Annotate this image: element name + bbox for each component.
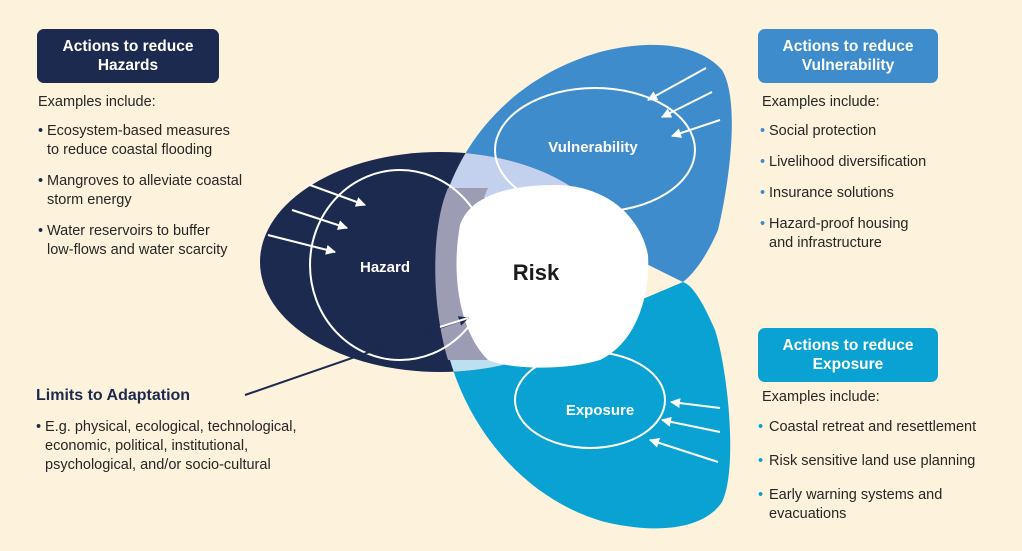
list-item: Early warning systems and evacuations xyxy=(758,486,1013,524)
exposure-header-line-2: Exposure xyxy=(812,356,884,373)
list-item-line: storm energy xyxy=(47,192,132,208)
limits-list: E.g. physical, ecological, technological… xyxy=(36,418,336,487)
list-item-line: evacuations xyxy=(769,506,847,522)
list-item-line: Early warning systems and xyxy=(769,487,943,503)
list-item-line: Insurance solutions xyxy=(769,185,894,201)
exposure-header-line-1: Actions to reduce xyxy=(782,337,914,354)
limits-title: Limits to Adaptation xyxy=(36,387,191,404)
risk-center xyxy=(456,185,649,368)
hazards-header: Actions to reduce Hazards xyxy=(37,29,219,83)
list-item: Social protection xyxy=(760,122,990,141)
limits-arrow xyxy=(244,316,469,396)
list-item-line: and infrastructure xyxy=(769,235,882,251)
list-item: Risk sensitive land use planning xyxy=(758,452,1013,471)
hazard-arrow-1 xyxy=(309,184,366,207)
vulnerability-header-line-1: Actions to reduce xyxy=(782,38,914,55)
list-item: Insurance solutions xyxy=(760,184,990,203)
exposure-label: Exposure xyxy=(566,402,634,419)
list-item: E.g. physical, ecological, technological… xyxy=(36,418,336,475)
vulnerability-arrow-2 xyxy=(661,91,713,118)
list-item-line: Water reservoirs to buffer xyxy=(47,223,210,239)
vulnerability-label: Vulnerability xyxy=(548,139,638,156)
vulnerability-header-line-2: Vulnerability xyxy=(801,57,895,74)
list-item: Hazard-proof housing and infrastructure xyxy=(760,215,990,253)
list-item: Water reservoirs to buffer low-flows and… xyxy=(38,222,288,260)
list-item-line: Mangroves to alleviate coastal xyxy=(47,173,243,189)
list-item-line: low-flows and water scarcity xyxy=(47,242,228,258)
list-item-line: Ecosystem-based measures xyxy=(47,123,230,139)
vulnerability-intro: Examples include: xyxy=(762,94,880,110)
list-item: Mangroves to alleviate coastal storm ene… xyxy=(38,172,288,210)
exposure-intro: Examples include: xyxy=(762,389,880,405)
list-item-line: Coastal retreat and resettlement xyxy=(769,419,977,435)
hazards-list: Ecosystem-based measures to reduce coast… xyxy=(38,122,288,272)
exposure-arrow-2 xyxy=(661,416,721,433)
list-item-line: Livelihood diversification xyxy=(769,154,927,170)
list-item: Ecosystem-based measures to reduce coast… xyxy=(38,122,288,160)
exposure-arrow-3 xyxy=(649,438,719,463)
list-item-line: Hazard-proof housing xyxy=(769,216,909,232)
vulnerability-arrow-1 xyxy=(647,67,707,101)
hazards-intro: Examples include: xyxy=(38,94,156,110)
risk-label: Risk xyxy=(513,260,560,285)
hazards-header-line-2: Hazards xyxy=(97,57,159,74)
vulnerability-header: Actions to reduce Vulnerability xyxy=(758,29,938,83)
exposure-list: Coastal retreat and resettlement Risk se… xyxy=(758,418,1013,536)
hazards-header-line-1: Actions to reduce xyxy=(62,38,194,55)
list-item-line: Risk sensitive land use planning xyxy=(769,453,976,469)
vulnerability-list: Social protection Livelihood diversifica… xyxy=(760,122,990,265)
exposure-arrow-1 xyxy=(670,398,721,409)
list-item-line: psychological, and/or socio-cultural xyxy=(45,457,271,473)
limits-arrow-inner xyxy=(439,317,469,328)
vulnerability-arrow-3 xyxy=(671,119,721,138)
list-item-line: Social protection xyxy=(769,123,877,139)
list-item-line: economic, political, institutional, xyxy=(45,438,249,454)
list-item: Livelihood diversification xyxy=(760,153,990,172)
list-item-line: E.g. physical, ecological, technological… xyxy=(45,419,297,435)
hazard-label: Hazard xyxy=(360,259,410,276)
exposure-header: Actions to reduce Exposure xyxy=(758,328,938,382)
list-item: Coastal retreat and resettlement xyxy=(758,418,1013,437)
list-item-line: to reduce coastal flooding xyxy=(47,142,213,158)
hazard-arrow-2 xyxy=(291,209,348,230)
